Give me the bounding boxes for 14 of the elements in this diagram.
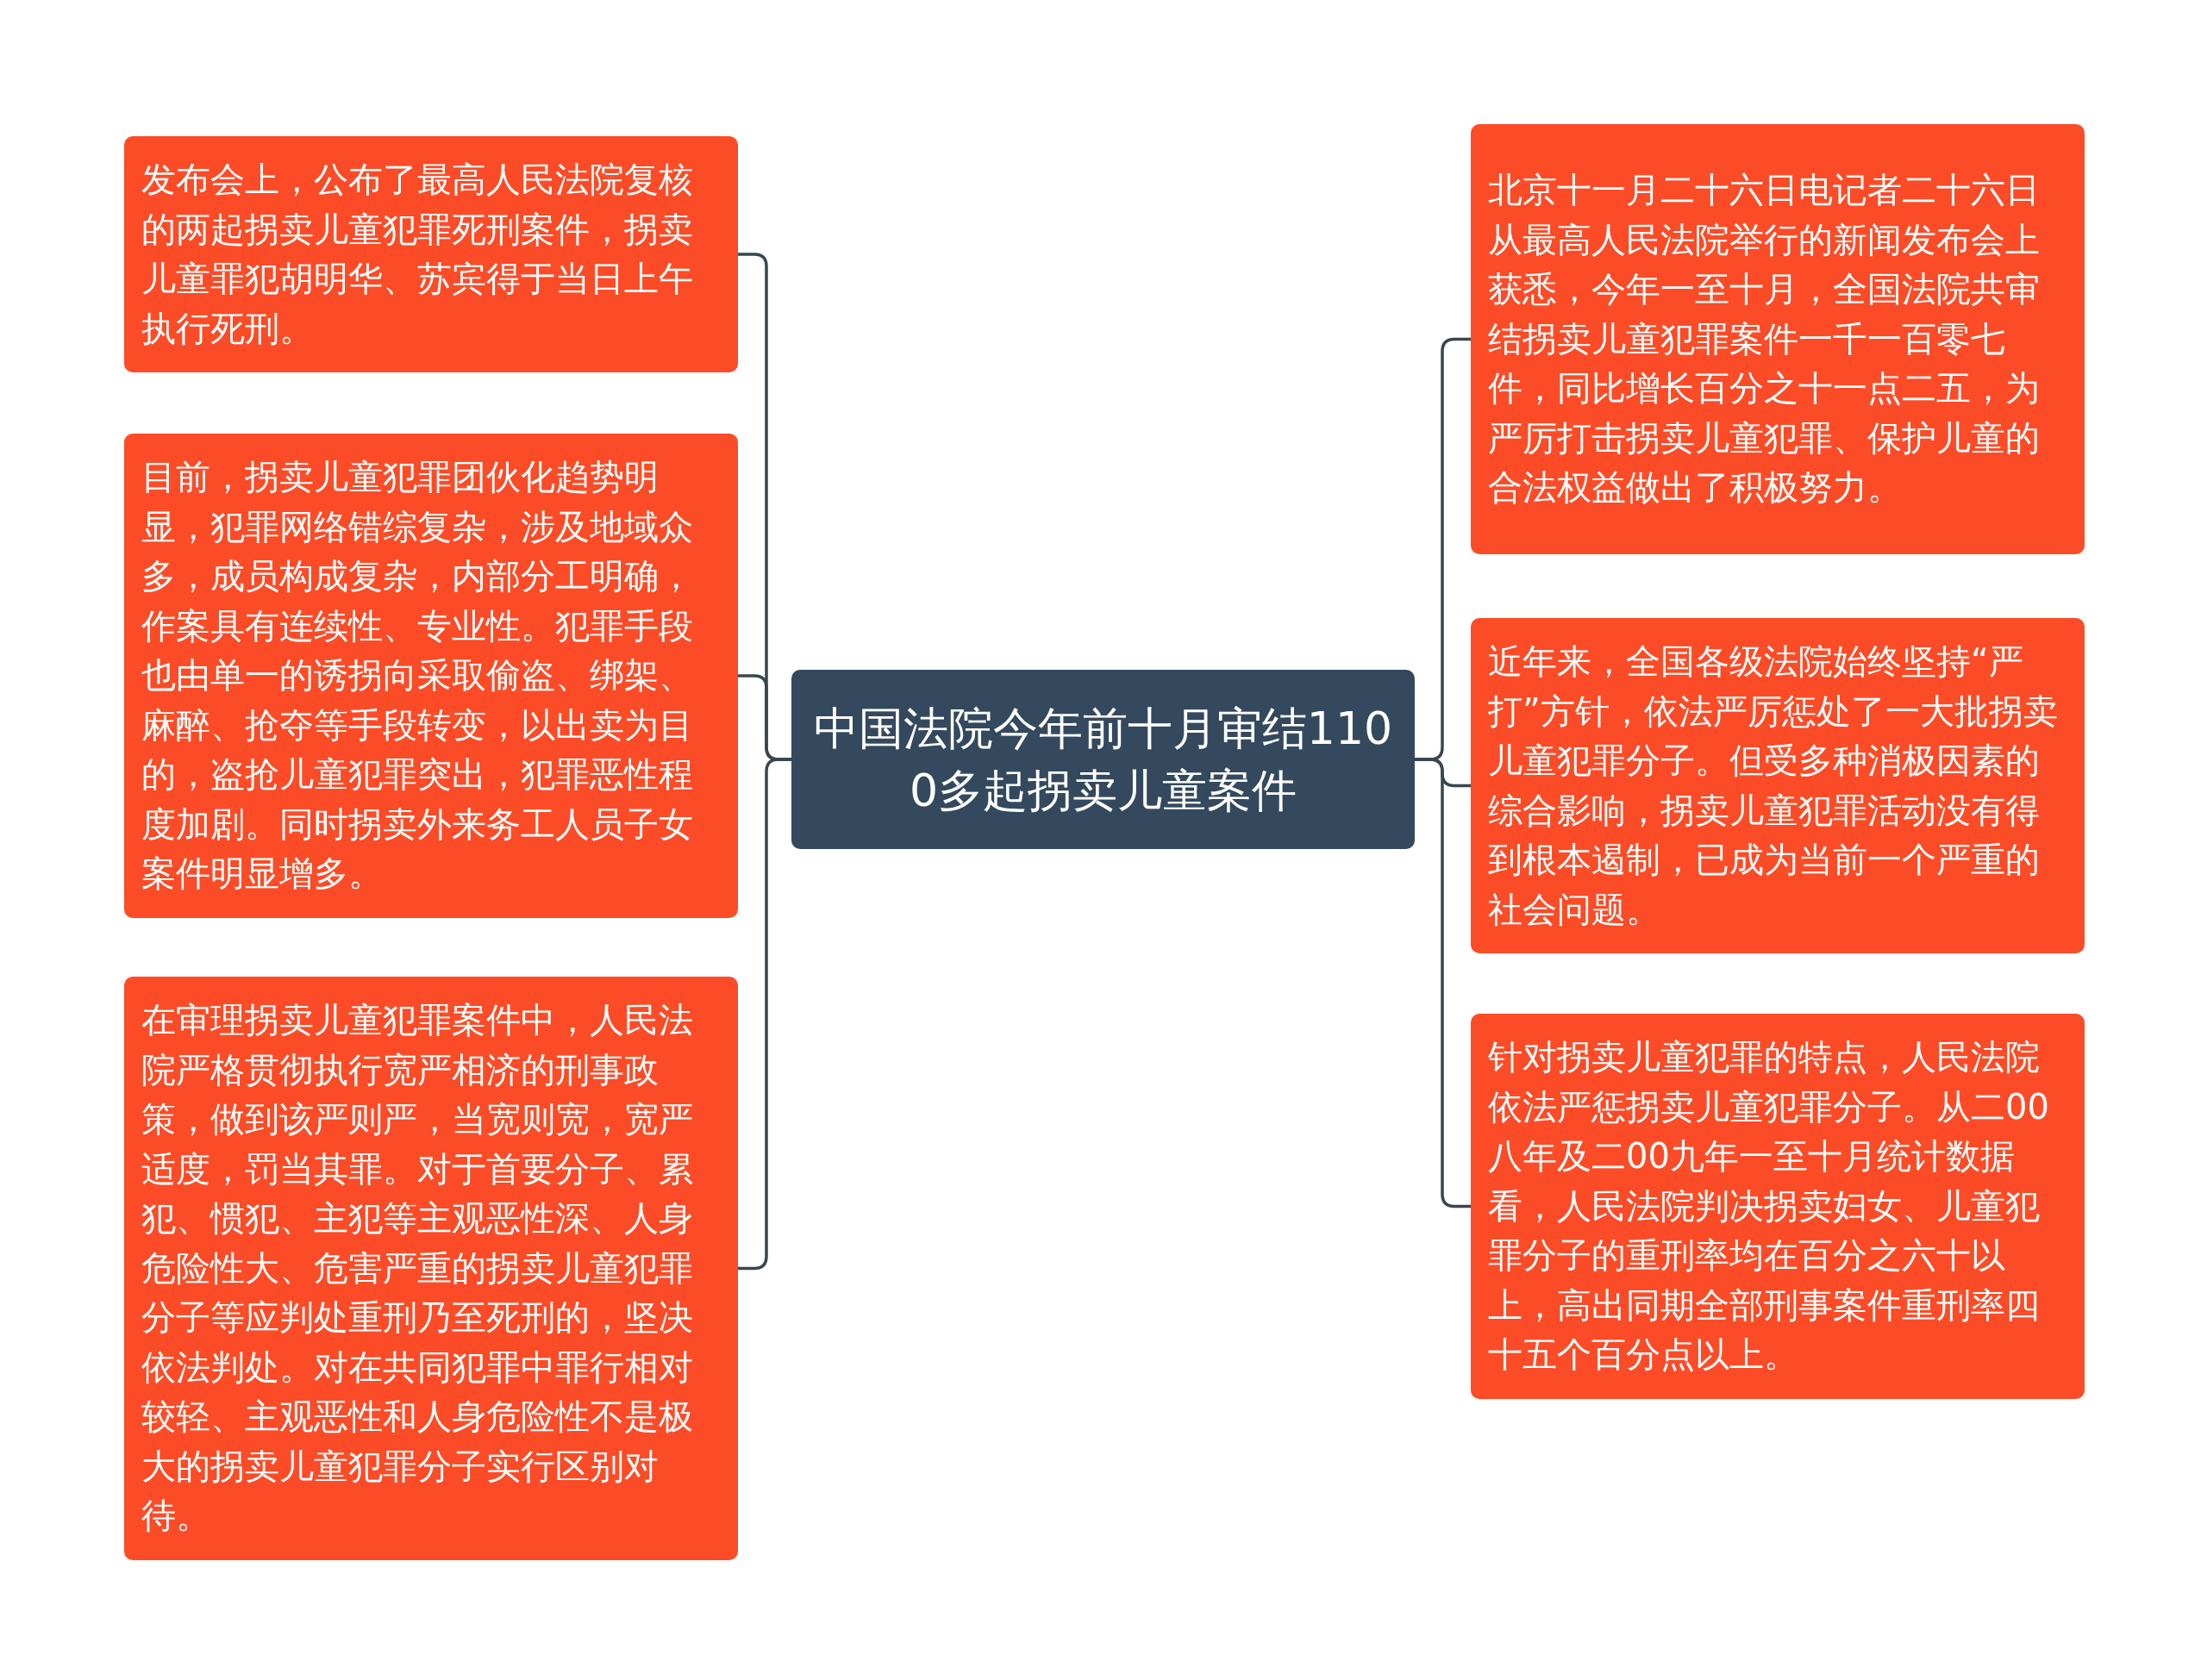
topic-box [1471, 124, 2085, 554]
topic-box [124, 977, 738, 1560]
central-topic-box [791, 670, 1415, 849]
topic-text: 针对拐卖儿童犯罪的特点，人民法院依法严惩拐卖儿童犯罪分子。从二00八年及二00九年一至十月统计数据看，人民法院判决拐卖妇女、儿童犯罪分子的重刑率均在百分之六十以上，高出同期全部刑事案件重刑率四十五个百分点以上。 [1488, 1036, 2050, 1376]
topic-box [1471, 618, 2085, 953]
topic-text: 在审理拐卖儿童犯罪案件中，人民法院严格贯彻执行宽严相济的刑事政策，做到该严则严，当宽则宽，宽严适度，罚当其罪。对于首要分子、累犯、惯犯、主犯等主观恶性深、人身危险性大、危害严重的拐卖儿童犯罪分子等应判处重刑乃至死刑的，坚决依法判处。对在共同犯罪中罪行相对较轻、主观恶性和人身危险性不是极大的拐卖儿童犯罪分子实行区别对待。 [141, 999, 694, 1537]
topic-box [1471, 1014, 2085, 1399]
topic-box [124, 434, 738, 918]
central-topic-text: 中国法院今年前十月审结1100多起拐卖儿童案件 [812, 702, 1394, 818]
topic-text: 北京十一月二十六日电记者二十六日从最高人民法院举行的新闻发布会上获悉，今年一至十月，全国法院共审结拐卖儿童犯罪案件一千一百零七件，同比增长百分之十一点二五，为严厉打击拐卖儿童犯罪、保护儿童的合法权益做出了积极努力。 [1488, 169, 2041, 509]
topic-text: 目前，拐卖儿童犯罪团伙化趋势明显，犯罪网络错综复杂，涉及地域众多，成员构成复杂，内部分工明确，作案具有连续性、专业性。犯罪手段也由单一的诱拐向采取偷盗、绑架、麻醉、抢夺等手段转变，以出卖为目的，盗抢儿童犯罪突出，犯罪恶性程度加剧。同时拐卖外来务工人员子女案件明显增多。 [141, 456, 694, 895]
topic-text: 发布会上，公布了最高人民法院复核的两起拐卖儿童犯罪死刑案件，拐卖儿童罪犯胡明华、苏宾得于当日上午执行死刑。 [141, 159, 694, 350]
topic-text: 近年来，全国各级法院始终坚持“严打”方针，依法严厉惩处了一大批拐卖儿童犯罪分子。但受多种消极因素的综合影响，拐卖儿童犯罪活动没有得到根本遏制，已成为当前一个严重的社会问题。 [1488, 640, 2059, 931]
topic-box [124, 136, 738, 372]
